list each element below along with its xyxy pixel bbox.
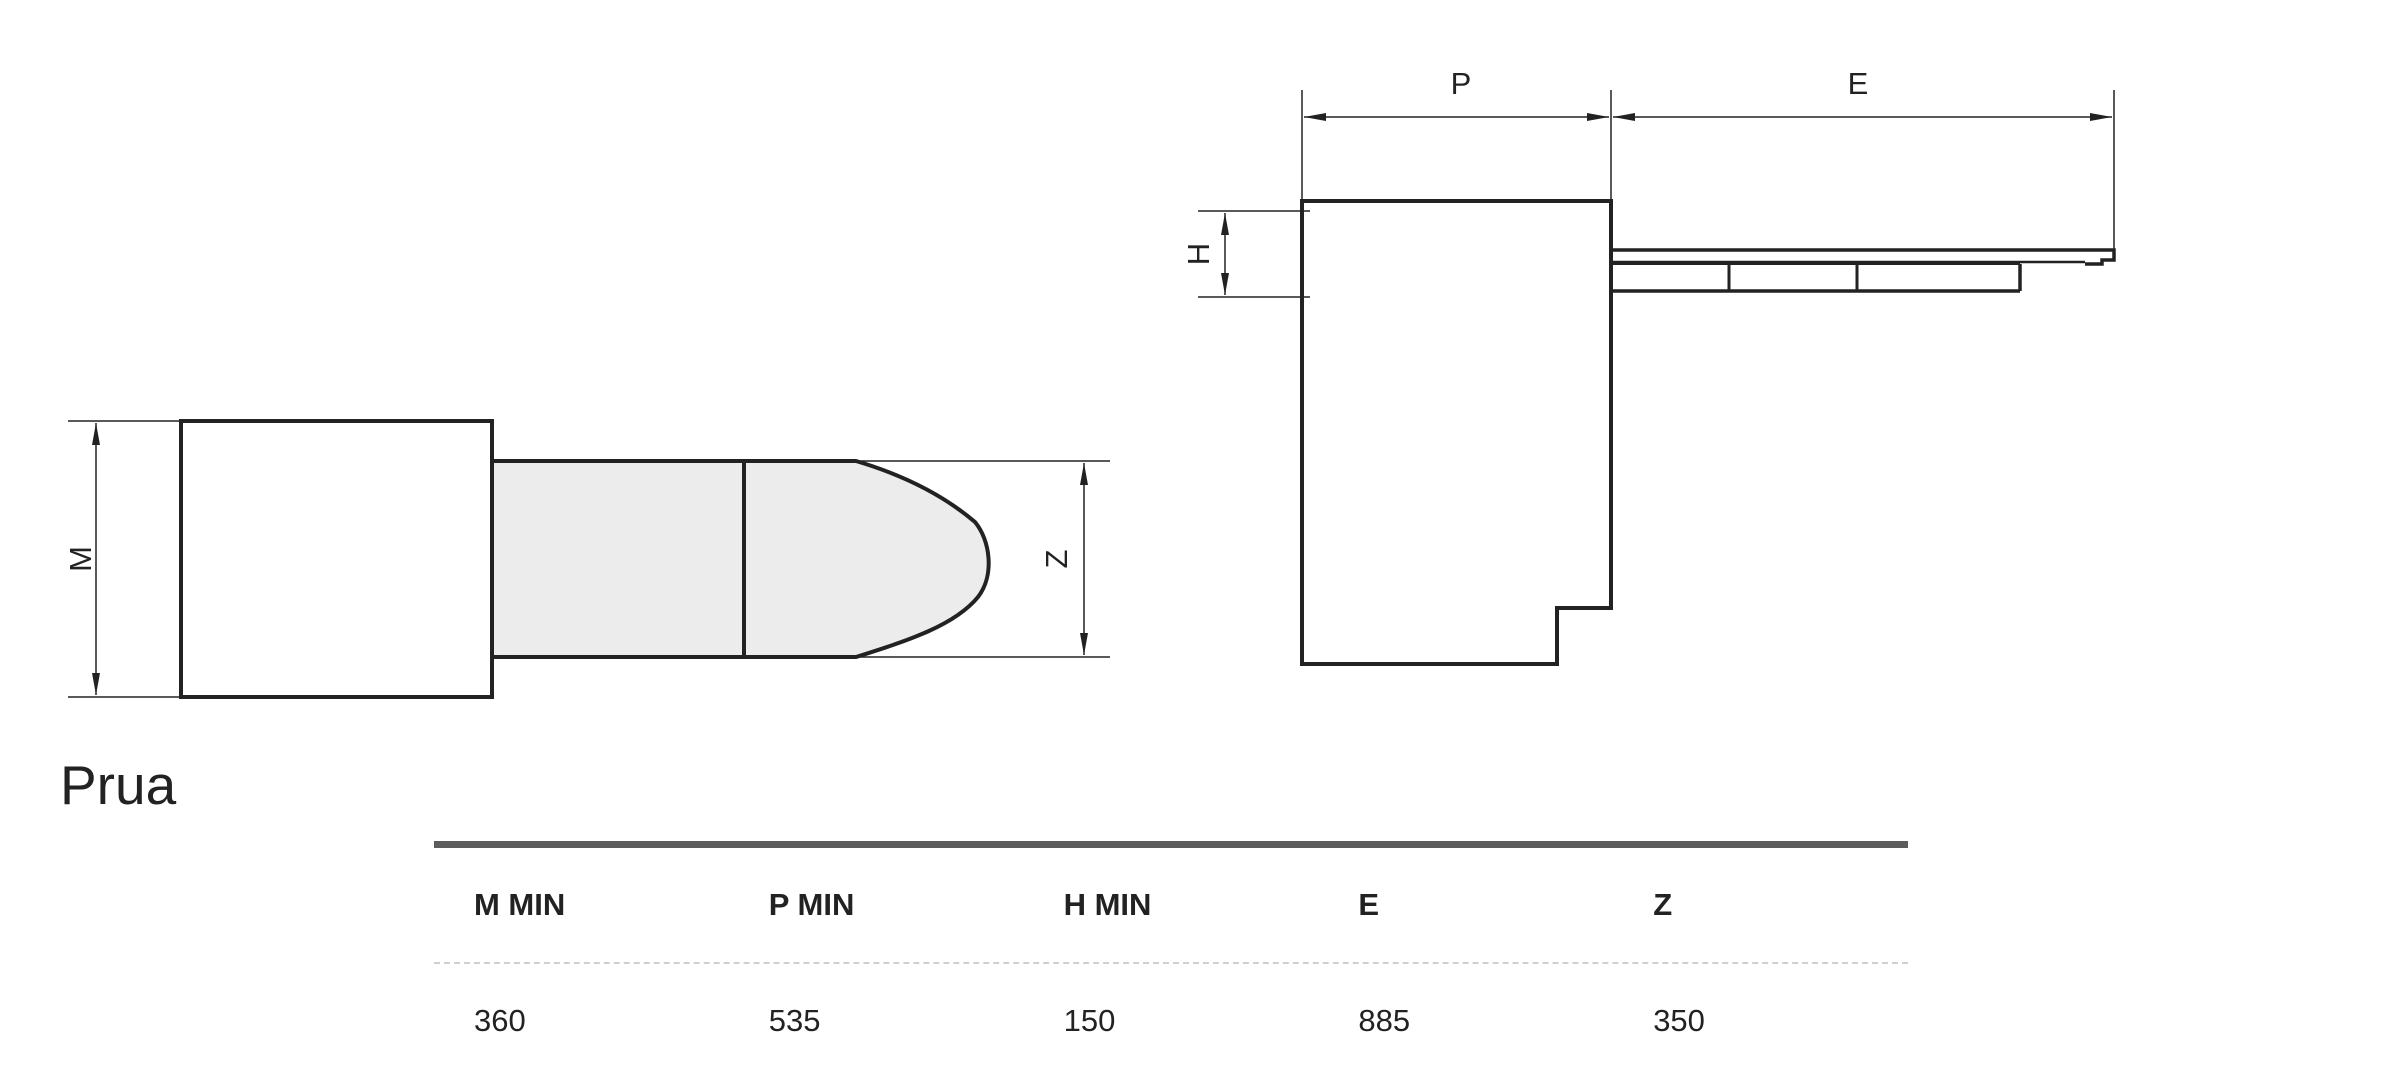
header-h-min: H MIN xyxy=(1063,887,1152,922)
extended-board xyxy=(1611,248,2116,293)
header-z: Z xyxy=(1653,887,1673,922)
dimension-p: P xyxy=(1301,66,1612,201)
header-e: E xyxy=(1358,887,1380,922)
board-tip-section xyxy=(744,459,991,659)
dimension-m: M xyxy=(63,420,181,698)
cell-m-min: 360 xyxy=(474,1002,526,1038)
cell-p-min: 535 xyxy=(768,1002,821,1038)
cabinet-box-top-view xyxy=(179,419,494,699)
specifications-table: M MIN P MIN H MIN E Z 360 535 150 885 35… xyxy=(434,841,1908,1073)
table-header-row: M MIN P MIN H MIN E Z xyxy=(434,848,1908,964)
dimension-label-z: Z xyxy=(1039,550,1074,569)
dimension-label-e: E xyxy=(1848,66,1869,101)
dimension-z: Z xyxy=(856,460,1110,658)
header-p-min: P MIN xyxy=(768,887,855,922)
top-view: M Z xyxy=(63,419,1110,699)
cell-h-min: 150 xyxy=(1063,1002,1116,1038)
product-title: Prua xyxy=(60,754,177,816)
table-row: 360 535 150 885 350 xyxy=(434,964,1908,1073)
dimension-label-h: H xyxy=(1181,243,1216,265)
dimension-label-m: M xyxy=(63,546,98,572)
side-view: P E H xyxy=(1181,66,2116,666)
cell-z: 350 xyxy=(1653,1002,1705,1038)
technical-drawing: M Z xyxy=(63,66,2116,699)
cabinet-side-profile xyxy=(1300,199,1613,666)
cell-e: 885 xyxy=(1358,1002,1411,1038)
dimension-h: H xyxy=(1181,210,1310,298)
header-m-min: M MIN xyxy=(474,887,566,922)
board-base-section xyxy=(490,459,746,659)
dimension-e: E xyxy=(1613,66,2115,250)
dimension-label-p: P xyxy=(1451,66,1472,101)
